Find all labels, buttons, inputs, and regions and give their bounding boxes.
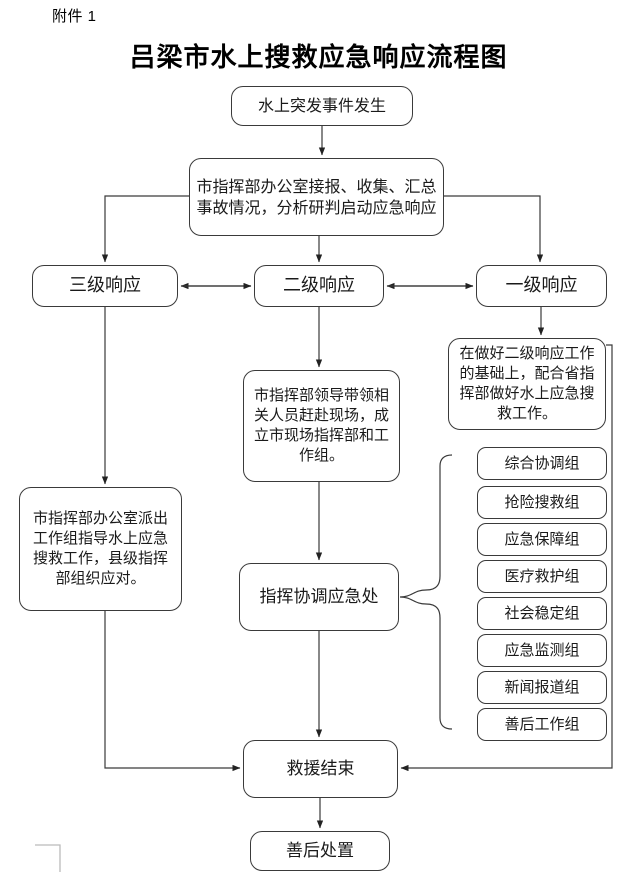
- node-level1-label: 一级响应: [505, 275, 578, 297]
- group-box-4[interactable]: 医疗救护组: [477, 560, 607, 593]
- node-rescue-end[interactable]: 救援结束: [243, 740, 398, 798]
- group-box-1[interactable]: 综合协调组: [477, 447, 607, 480]
- group-label-2: 抢险搜救组: [504, 493, 580, 512]
- group-label-7: 新闻报道组: [504, 678, 580, 697]
- group-label-6: 应急监测组: [504, 641, 580, 660]
- edge-coord-groups-brace: [399, 454, 453, 730]
- node-office[interactable]: 市指挥部办公室接报、收集、汇总事故情况，分析研判启动应急响应: [189, 158, 444, 236]
- edge-office-lvl3: [101, 195, 189, 263]
- node-start-label: 水上突发事件发生: [257, 96, 386, 116]
- node-office-dispatch-label: 市指挥部办公室派出工作组指导水上应急搜救工作，县级指挥部组织应对。: [32, 509, 168, 587]
- node-aftermath-label: 善后处置: [286, 840, 354, 861]
- group-box-3[interactable]: 应急保障组: [477, 523, 607, 556]
- group-label-3: 应急保障组: [504, 530, 580, 549]
- node-leadership-onsite[interactable]: 市指挥部领导带领相关人员赶赴现场，成立市现场指挥部和工作组。: [243, 370, 400, 482]
- attachment-label: 附件 1: [52, 8, 97, 25]
- group-label-8: 善后工作组: [504, 715, 580, 734]
- group-box-7[interactable]: 新闻报道组: [477, 671, 607, 704]
- group-label-4: 医疗救护组: [504, 567, 580, 586]
- page-title: 吕梁市水上搜救应急响应流程图: [129, 43, 508, 73]
- node-level1-response[interactable]: 一级响应: [476, 265, 607, 307]
- node-office-label: 市指挥部办公室接报、收集、汇总事故情况，分析研判启动应急响应: [196, 176, 437, 217]
- node-aftermath[interactable]: 善后处置: [250, 831, 390, 871]
- group-box-8[interactable]: 善后工作组: [477, 708, 607, 741]
- node-emergency-coordination-label: 指挥协调应急处: [259, 586, 379, 607]
- group-label-1: 综合协调组: [504, 454, 580, 473]
- page-corner-mark: [35, 844, 61, 872]
- node-office-dispatch[interactable]: 市指挥部办公室派出工作组指导水上应急搜救工作，县级指挥部组织应对。: [19, 487, 182, 611]
- edge-office-lvl1: [444, 195, 544, 263]
- node-emergency-coordination[interactable]: 指挥协调应急处: [239, 563, 399, 631]
- group-label-5: 社会稳定组: [504, 604, 580, 623]
- group-box-5[interactable]: 社会稳定组: [477, 597, 607, 630]
- group-box-6[interactable]: 应急监测组: [477, 634, 607, 667]
- edge-l1work-end: [400, 344, 613, 772]
- node-start[interactable]: 水上突发事件发生: [231, 86, 413, 126]
- node-level1-work-label: 在做好二级响应工作的基础上，配合省指挥部做好水上应急搜救工作。: [459, 344, 595, 422]
- node-level3-label: 三级响应: [69, 275, 141, 297]
- node-level2-response[interactable]: 二级响应: [254, 265, 384, 307]
- node-level3-response[interactable]: 三级响应: [32, 265, 178, 307]
- node-leadership-onsite-label: 市指挥部领导带领相关人员赶赴现场，成立市现场指挥部和工作组。: [253, 386, 389, 464]
- node-level1-work[interactable]: 在做好二级响应工作的基础上，配合省指挥部做好水上应急搜救工作。: [448, 338, 606, 430]
- edge-office2-end: [104, 611, 241, 772]
- node-rescue-end-label: 救援结束: [286, 758, 355, 779]
- node-level2-label: 二级响应: [283, 275, 355, 297]
- group-box-2[interactable]: 抢险搜救组: [477, 486, 607, 519]
